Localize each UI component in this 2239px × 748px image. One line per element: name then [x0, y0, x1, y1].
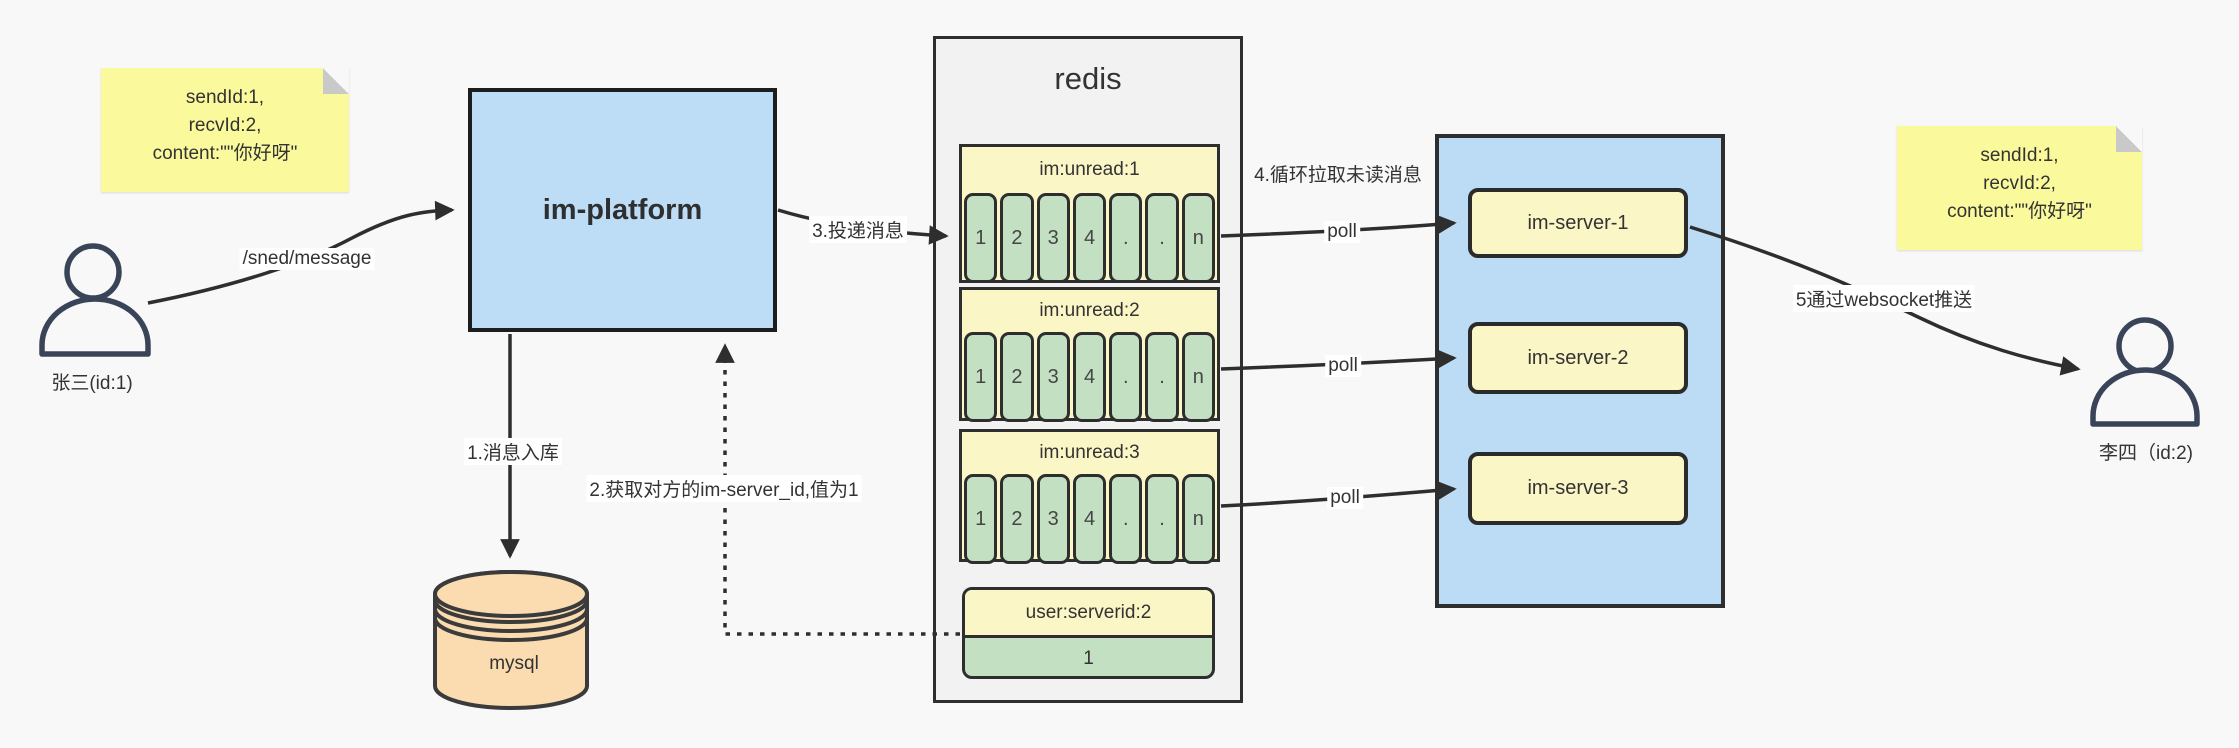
im-server-3-node: im-server-3 — [1468, 452, 1688, 525]
queue-cell: 1 — [964, 474, 998, 564]
sticky-note-right: sendId:1, recvId:2, content:""你好呀" — [1897, 126, 2142, 250]
queue-cell: 4 — [1072, 193, 1107, 283]
im-server-label: im-server-1 — [1527, 211, 1629, 234]
receiver-label: 李四（id:2) — [2099, 443, 2193, 464]
queue-cells: 1 2 3 4 . . n — [962, 474, 1217, 564]
queue-im-unread-2: im:unread:2 1 2 3 4 . . n — [959, 287, 1220, 422]
im-platform-node: im-platform — [468, 88, 777, 332]
queue-cell: . — [1109, 193, 1143, 283]
im-platform-label: im-platform — [542, 193, 703, 226]
queue-cell: 3 — [1036, 193, 1070, 283]
note-fold-icon — [2116, 126, 2142, 152]
edge-label-poll-1: poll — [1324, 221, 1360, 243]
kv-header: user:serverid:2 — [965, 590, 1212, 638]
note-fold-icon — [323, 68, 349, 94]
queue-cell: 1 — [964, 332, 998, 422]
queue-cell: 2 — [1000, 332, 1034, 422]
sender-label: 张三(id:1) — [51, 373, 133, 394]
kv-user-serverid: user:serverid:2 1 — [962, 587, 1215, 679]
note-line: content:""你好呀" — [1947, 201, 2092, 222]
mysql-cylinder-icon — [433, 570, 589, 710]
kv-value: 1 — [1083, 648, 1094, 669]
queue-cell: 1 — [964, 193, 998, 283]
note-line: sendId:1, — [185, 87, 265, 108]
queue-cell: 4 — [1072, 332, 1107, 422]
queue-cell: . — [1145, 332, 1179, 422]
sender-person-icon — [39, 243, 151, 357]
note-line: recvId:2, — [188, 115, 262, 136]
queue-im-unread-1: im:unread:1 1 2 3 4 . . n — [959, 144, 1220, 283]
queue-cell: 2 — [1000, 193, 1034, 283]
queue-cell: 2 — [1000, 474, 1034, 564]
note-line: recvId:2, — [1983, 173, 2056, 194]
sticky-note-left: sendId:1, recvId:2, content:""你好呀" — [101, 68, 349, 192]
queue-cell: 3 — [1036, 332, 1070, 422]
queue-cell: 3 — [1036, 474, 1070, 564]
receiver-person-icon — [2090, 317, 2200, 427]
im-server-2-node: im-server-2 — [1468, 322, 1688, 394]
queue-cell: . — [1109, 332, 1143, 422]
queue-cell: n — [1181, 193, 1215, 283]
mysql-label: mysql — [489, 653, 539, 674]
queue-cell: n — [1181, 474, 1215, 564]
queue-cells: 1 2 3 4 . . n — [962, 193, 1217, 283]
edge-label-poll-2: poll — [1325, 355, 1361, 377]
queue-cell: 4 — [1072, 474, 1107, 564]
edge-label-poll-3: poll — [1327, 487, 1363, 509]
im-server-1-node: im-server-1 — [1468, 188, 1688, 258]
im-server-label: im-server-2 — [1527, 346, 1629, 369]
edge-label-step5: 5通过websocket推送 — [1792, 285, 1976, 312]
queue-cell: . — [1145, 474, 1179, 564]
queue-header: im:unread:1 — [1039, 159, 1140, 180]
note-line: content:""你好呀" — [152, 143, 298, 164]
edge-label-step2: 2.获取对方的im-server_id,值为1 — [586, 475, 862, 502]
queue-header: im:unread:3 — [1039, 442, 1140, 463]
redis-title: redis — [1054, 61, 1122, 96]
edge-label-step1: 1.消息入库 — [464, 438, 562, 465]
note-text: sendId:1, recvId:2, content:""你好呀" — [101, 84, 349, 168]
note-line: sendId:1, — [1980, 145, 2059, 166]
queue-cell: . — [1145, 193, 1179, 283]
edge-label-step3: 3.投递消息 — [809, 216, 907, 243]
edge-label-send-path: /sned/message — [239, 248, 375, 270]
note-text: sendId:1, recvId:2, content:""你好呀" — [1897, 142, 2142, 226]
queue-im-unread-3: im:unread:3 1 2 3 4 . . n — [959, 429, 1220, 564]
edge-label-step4: 4.循环拉取未读消息 — [1254, 165, 1422, 186]
queue-cell: . — [1109, 474, 1143, 564]
im-server-label: im-server-3 — [1527, 477, 1629, 499]
queue-cells: 1 2 3 4 . . n — [962, 332, 1217, 422]
queue-cell: n — [1181, 332, 1215, 422]
queue-header: im:unread:2 — [1039, 300, 1140, 321]
